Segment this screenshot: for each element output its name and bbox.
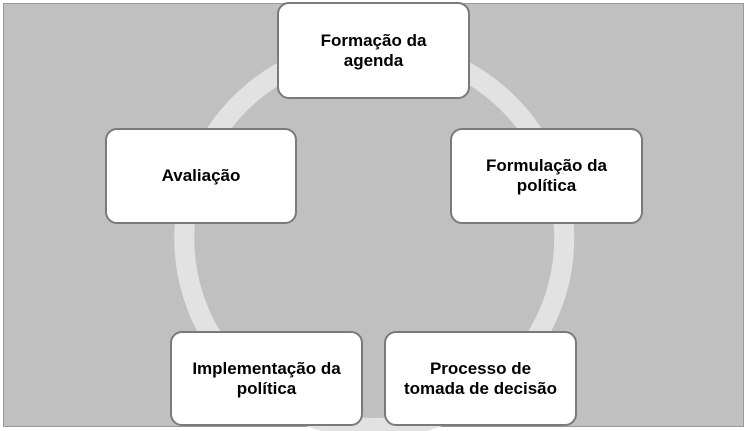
node-label: Implementação da política: [192, 358, 341, 398]
node-label: Processo de tomada de decisão: [403, 358, 558, 398]
node-formulacao-politica: Formulação da política: [450, 128, 643, 224]
node-implementacao-politica: Implementação da política: [170, 331, 363, 426]
node-formacao-agenda: Formação da agenda: [277, 2, 470, 99]
node-avaliacao: Avaliação: [105, 128, 297, 224]
node-label: Formação da agenda: [320, 30, 427, 70]
node-label: Avaliação: [161, 166, 241, 185]
node-processo-decisao: Processo de tomada de decisão: [384, 331, 577, 426]
node-label: Formulação da política: [486, 156, 607, 195]
